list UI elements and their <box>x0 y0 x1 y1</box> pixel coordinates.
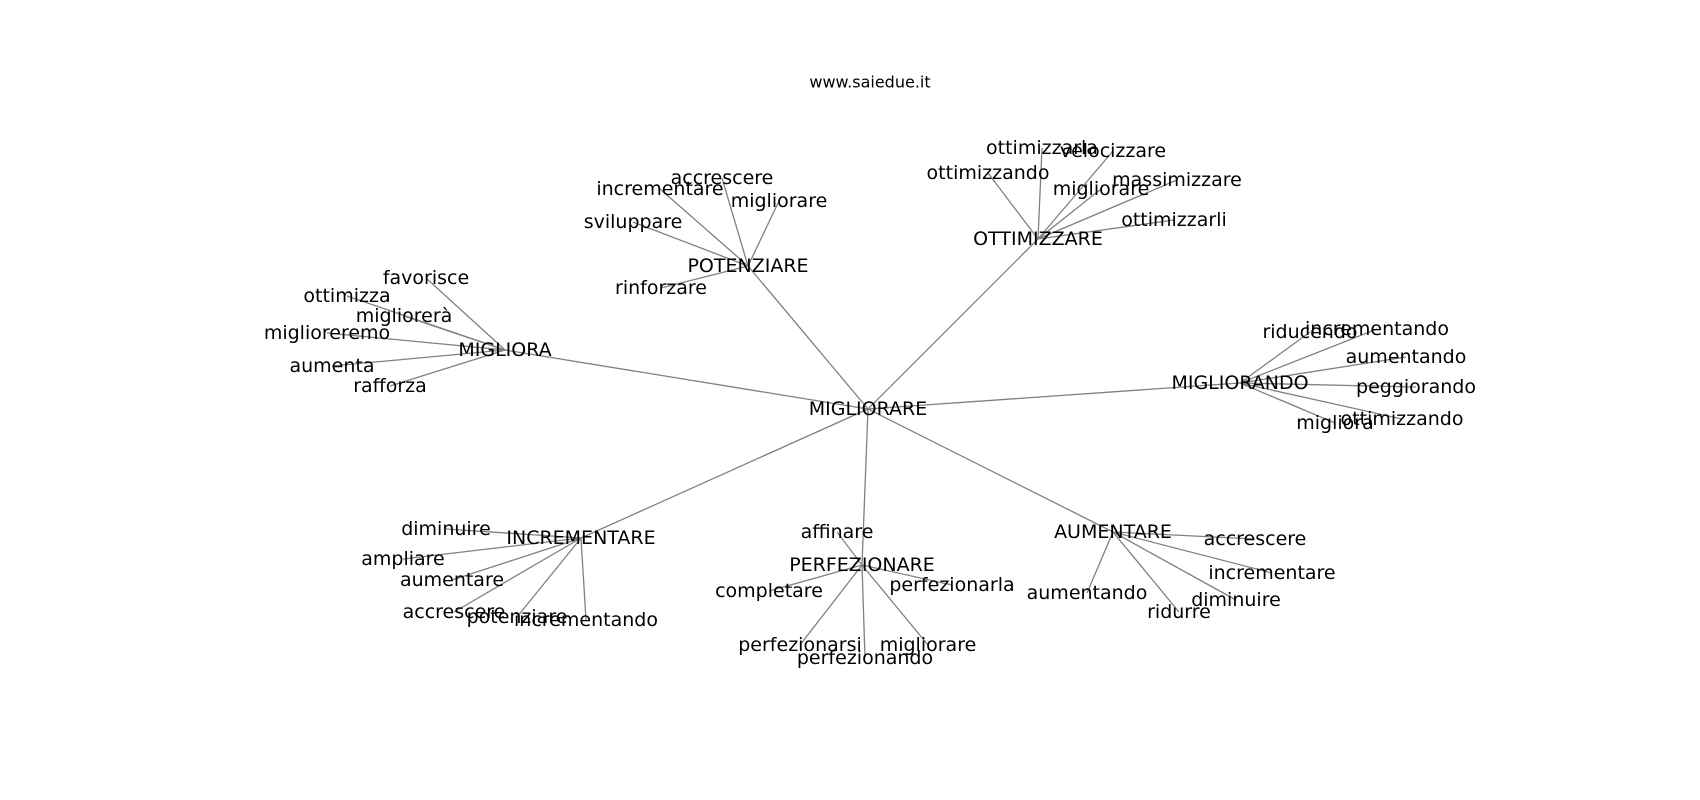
leaf-node-label: rinforzare <box>615 277 707 299</box>
edge-branch-leaf <box>1112 531 1273 574</box>
edge-branch-leaf <box>451 537 582 581</box>
edge-branch-leaf <box>836 531 863 566</box>
branch-node-label: MIGLIORA <box>458 339 551 361</box>
edge-branch-leaf <box>747 200 780 267</box>
edge-root-branch <box>747 265 869 410</box>
leaf-node-label: migliorare <box>731 190 828 212</box>
edge-branch-leaf <box>403 315 506 351</box>
branch-node-label: POTENZIARE <box>687 255 808 277</box>
edge-branch-leaf <box>1037 219 1175 240</box>
edge-branch-leaf <box>1239 356 1407 384</box>
leaf-node-label: accrescere <box>671 167 774 189</box>
leaf-node-label: miglioreremo <box>264 322 390 344</box>
leaf-node-label: ottimizzarli <box>1121 209 1227 231</box>
edge-branch-leaf <box>632 221 749 267</box>
edge-branch-leaf <box>987 172 1039 240</box>
leaf-node-label: incrementare <box>1208 562 1335 584</box>
edge-branch-leaf <box>516 537 582 618</box>
leaf-node-label: incrementando <box>514 609 658 631</box>
edge-branch-leaf <box>1239 328 1378 384</box>
edge-branch-leaf <box>1112 531 1180 613</box>
edge-branch-leaf <box>445 528 582 539</box>
leaf-node-label: diminuire <box>1191 589 1281 611</box>
leaf-node-label: rafforza <box>353 375 427 397</box>
edge-branch-leaf <box>425 277 506 351</box>
edge-branch-leaf <box>580 537 587 621</box>
edge-branch-leaf <box>326 332 506 351</box>
edge-branch-leaf <box>1037 188 1102 240</box>
edge-branch-leaf <box>659 188 749 267</box>
leaf-node-label: velocizzare <box>1060 140 1166 162</box>
leaf-node-label: migliorerà <box>356 305 453 327</box>
edge-branch-leaf <box>1239 382 1336 424</box>
branch-node-label: MIGLIORANDO <box>1171 372 1308 394</box>
edge-branch-leaf <box>768 564 863 592</box>
leaf-node-label: diminuire <box>401 518 491 540</box>
edge-root-branch <box>867 382 1241 410</box>
graph-edges <box>326 147 1417 659</box>
edge-branch-leaf <box>1037 147 1043 240</box>
edge-root-branch <box>867 408 1114 533</box>
edge-branch-leaf <box>799 564 863 646</box>
edge-branch-leaf <box>402 537 582 560</box>
edge-branch-leaf <box>1086 531 1114 594</box>
leaf-node-label: aumentare <box>400 569 504 591</box>
branch-node-label: OTTIMIZZARE <box>973 228 1103 250</box>
edge-root-branch <box>867 238 1039 410</box>
edge-branch-leaf <box>1239 331 1311 384</box>
edge-branch-leaf <box>1037 179 1178 240</box>
leaf-node-label: accrescere <box>1204 528 1307 550</box>
edge-branch-leaf <box>1112 531 1256 540</box>
edge-branch-leaf <box>1239 382 1403 420</box>
edge-branch-leaf <box>861 564 929 646</box>
edge-branch-leaf <box>1037 150 1114 240</box>
edge-branch-leaf <box>861 564 953 586</box>
leaf-node-label: incrementare <box>596 178 723 200</box>
leaf-node-label: ampliare <box>361 548 445 570</box>
leaf-node-label: accrescere <box>403 601 506 623</box>
edge-root-branch <box>580 408 869 539</box>
edge-branch-leaf <box>660 265 749 289</box>
edge-root-branch <box>861 408 869 566</box>
edge-branch-leaf <box>721 177 749 267</box>
edge-branch-leaf <box>861 564 866 659</box>
branch-node-label: AUMENTARE <box>1054 521 1172 543</box>
root-node-label: MIGLIORARE <box>809 398 928 420</box>
leaf-node-label: completare <box>715 580 823 602</box>
edge-branch-leaf <box>331 349 506 367</box>
leaf-node-label: ottimizzando <box>1341 408 1464 430</box>
leaf-node-label: aumentando <box>1346 346 1467 368</box>
edge-branch-leaf <box>389 349 506 387</box>
leaf-node-label: migliorare <box>1053 178 1150 200</box>
edge-branch-leaf <box>453 537 582 613</box>
leaf-node-label: migliorare <box>880 634 977 656</box>
graph-labels: MIGLIORAREPOTENZIAREaccrescereincrementa… <box>264 137 1476 669</box>
leaf-node-label: aumenta <box>289 355 374 377</box>
leaf-node-label: perfezionando <box>797 647 933 669</box>
leaf-node-label: ottimizzarla <box>986 137 1098 159</box>
leaf-node-label: massimizzare <box>1112 169 1242 191</box>
branch-node-label: PERFEZIONARE <box>789 554 935 576</box>
leaf-node-label: ridurre <box>1147 601 1211 623</box>
site-label: www.saiedue.it <box>809 73 930 92</box>
edge-branch-leaf <box>1239 382 1417 388</box>
leaf-node-label: perfezionarla <box>889 574 1014 596</box>
leaf-node-label: incrementando <box>1305 318 1449 340</box>
leaf-node-label: peggiorando <box>1356 376 1476 398</box>
leaf-node-label: ottimizzando <box>927 162 1050 184</box>
leaf-node-label: riducendo <box>1262 321 1357 343</box>
edge-branch-leaf <box>1112 531 1237 601</box>
edge-root-branch <box>504 349 869 410</box>
leaf-node-label: affinare <box>801 521 874 543</box>
leaf-node-label: ottimizza <box>303 285 390 307</box>
leaf-node-label: migliora <box>1296 412 1373 434</box>
leaf-node-label: aumentando <box>1027 582 1148 604</box>
leaf-node-label: favorisce <box>383 267 469 289</box>
leaf-node-label: perfezionarsi <box>738 634 862 656</box>
branch-node-label: INCREMENTARE <box>506 527 655 549</box>
leaf-node-label: sviluppare <box>584 211 683 233</box>
leaf-node-label: potenziare <box>467 606 568 628</box>
